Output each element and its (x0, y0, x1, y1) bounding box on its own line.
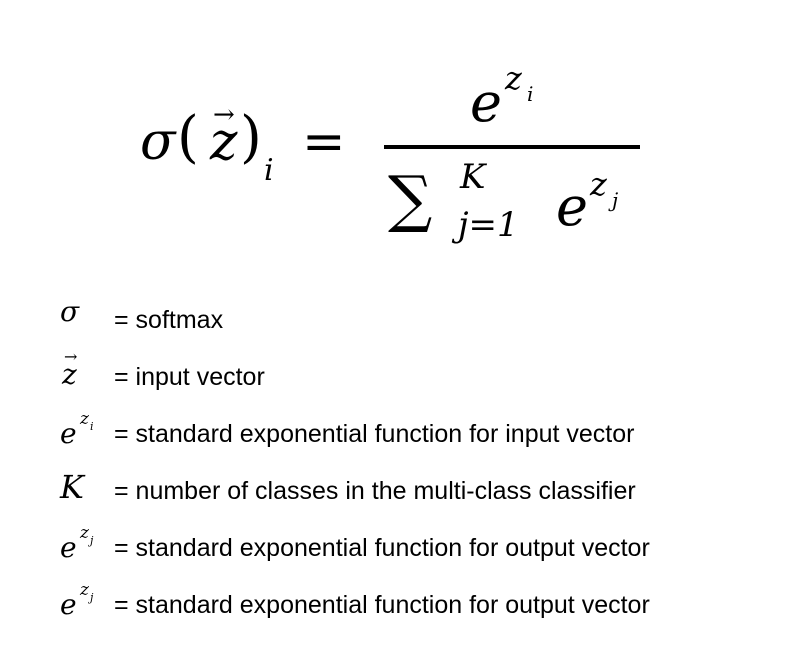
legend-z-exponent: z (80, 523, 89, 543)
legend-symbol: z → (58, 349, 110, 393)
summation-symbol: ∑ (388, 162, 433, 235)
legend-e-glyph: e (60, 417, 77, 450)
numerator-e-base: e (470, 71, 502, 134)
legend-row-z: z → = input vector (58, 349, 778, 410)
legend-row-e-zj: e z j = standard exponential function fo… (58, 524, 778, 581)
legend-description: = standard exponential function for outp… (114, 534, 650, 562)
fraction-bar (384, 145, 640, 149)
legend-z-exponent: z (80, 580, 89, 600)
legend-row-e-zi: e z i = standard exponential function fo… (58, 410, 778, 467)
denominator-e-base: e (556, 175, 588, 238)
softmax-formula: σ ( z → ) i = e z i ∑ K j=1 e z j (0, 0, 798, 290)
denominator-j-subscript: j (612, 188, 619, 212)
legend-row-sigma: σ = softmax (58, 296, 778, 353)
legend-k-glyph: K (60, 468, 84, 506)
legend-e-glyph: e (60, 531, 77, 564)
legend-description: = input vector (114, 363, 265, 391)
legend-description: = softmax (114, 306, 224, 334)
formula-z-variable: z (210, 112, 238, 172)
legend-sigma-glyph: σ (60, 295, 80, 328)
legend-exponent-subscript: j (90, 534, 94, 547)
legend-symbol: e z j (58, 524, 110, 564)
denominator-z-exponent: z (590, 165, 607, 203)
legend-exponent-subscript: i (90, 420, 94, 433)
legend-row-e-zj: e z j = standard exponential function fo… (58, 581, 778, 638)
legend-symbol: K (58, 467, 110, 507)
legend-e-glyph: e (60, 588, 77, 621)
numerator-i-subscript: i (527, 82, 534, 106)
legend-z-glyph: z (62, 358, 77, 391)
legend-row-k: K = number of classes in the multi-class… (58, 467, 778, 524)
symbol-legend: σ = softmax z → = input vector e z i = s… (58, 296, 778, 638)
legend-vector-arrow: → (64, 347, 78, 366)
formula-open-paren: ( (177, 105, 199, 170)
legend-description: = standard exponential function for inpu… (114, 420, 635, 448)
legend-z-exponent: z (80, 409, 89, 429)
formula-close-paren: ) (240, 105, 262, 170)
legend-symbol: e z i (58, 410, 110, 450)
formula-vector-arrow: → (213, 100, 235, 130)
legend-description: = standard exponential function for outp… (114, 591, 650, 619)
legend-description: = number of classes in the multi-class c… (114, 477, 636, 505)
formula-sigma-symbol: σ (140, 112, 176, 172)
formula-i-subscript: i (264, 153, 274, 188)
formula-equals-sign: = (302, 112, 346, 172)
legend-symbol: σ (58, 296, 110, 336)
legend-exponent-subscript: j (90, 591, 94, 604)
summation-lower-limit: j=1 (458, 205, 519, 245)
numerator-z-exponent: z (505, 59, 522, 97)
summation-upper-limit: K (460, 157, 486, 197)
legend-symbol: e z j (58, 581, 110, 621)
